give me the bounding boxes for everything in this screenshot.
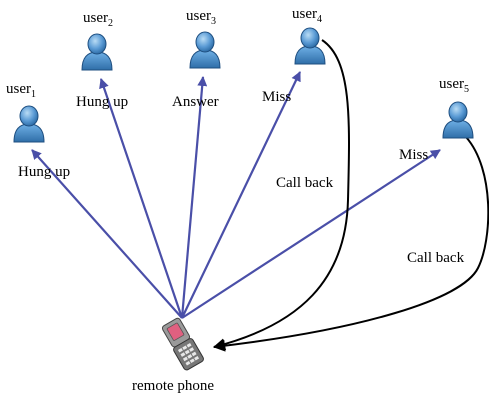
user3-status: Answer (172, 94, 219, 110)
callback-label-1: Call back (276, 175, 334, 191)
user2-label: user2 (83, 10, 113, 29)
edge-to-user3 (180, 76, 208, 319)
user4-label: user4 (292, 6, 322, 25)
user3-label: user3 (186, 8, 216, 27)
user4-icon (294, 27, 326, 65)
user4-status: Miss (262, 89, 291, 105)
user2-icon (81, 33, 113, 71)
user5-icon (442, 101, 474, 139)
edge-to-user1 (31, 149, 183, 319)
edge-to-user4 (181, 71, 301, 319)
callback-label-2: Call back (407, 250, 465, 266)
user3-icon (189, 31, 221, 69)
user5-label: user5 (439, 76, 469, 95)
callback-from-user4 (213, 39, 350, 351)
phone-icon (161, 317, 204, 371)
user1-status: Hung up (18, 164, 70, 180)
callback-from-user5 (213, 136, 489, 352)
edge-to-user5 (181, 149, 441, 319)
user1-label: user1 (6, 81, 36, 100)
phone-label: remote phone (132, 378, 214, 394)
user2-status: Hung up (76, 94, 128, 110)
user1-icon (13, 105, 45, 143)
user5-status: Miss (399, 147, 428, 163)
edge-to-user2 (99, 78, 184, 319)
